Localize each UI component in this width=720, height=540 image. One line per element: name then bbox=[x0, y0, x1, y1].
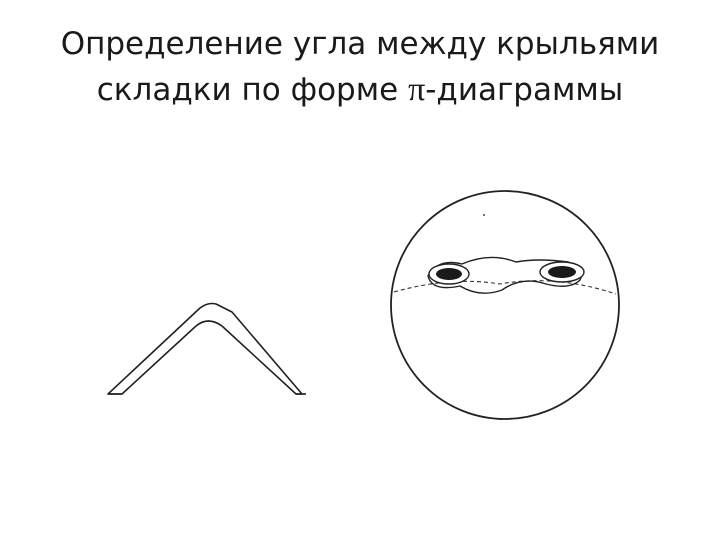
stereonet-center-dot bbox=[483, 214, 485, 216]
great-circle-arc bbox=[393, 280, 617, 295]
title-line-1: Определение угла между крыльями bbox=[60, 26, 660, 62]
pole-contour-belt bbox=[427, 256, 583, 294]
pi-diagram-stereonet bbox=[390, 190, 620, 420]
title-line-2: складки по форме π-диаграммы bbox=[0, 67, 720, 113]
fold-cross-section-figure bbox=[107, 302, 306, 395]
title-line-2-suffix: -диаграммы bbox=[425, 72, 624, 108]
title-line-2-prefix: складки по форме bbox=[96, 72, 409, 108]
pole-maximum-left bbox=[436, 268, 462, 280]
slide-title: Определение угла между крыльями складки … bbox=[0, 22, 720, 113]
stereonet-primitive-circle bbox=[390, 190, 620, 420]
pole-maximum-right bbox=[548, 266, 576, 278]
fold-outline bbox=[107, 302, 303, 395]
pi-symbol: π bbox=[408, 71, 426, 108]
